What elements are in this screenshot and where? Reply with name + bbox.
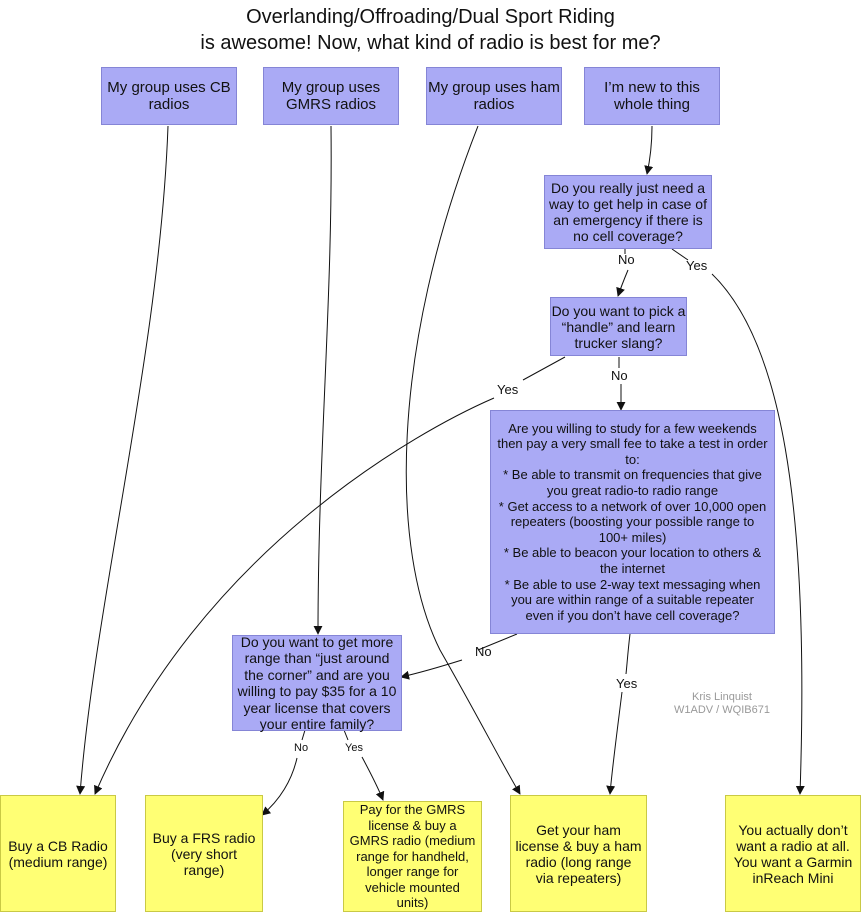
- question-emergency-text: Do you really just need a way to get hel…: [549, 180, 707, 244]
- author-credit: Kris Linquist W1ADV / WQIB671: [662, 691, 782, 717]
- answer-ham-text: Get your ham license & buy a ham radio (…: [515, 821, 642, 886]
- connector-ham-to-ham-license: [405, 125, 521, 795]
- question-handle-text: Do you want to pick a “handle” and learn…: [551, 302, 686, 351]
- connector-study-yes: [610, 633, 631, 794]
- answer-gmrs-text: Pay for the GMRS license & buy a GMRS ra…: [349, 802, 476, 911]
- label-study-yes: Yes: [616, 676, 638, 691]
- connector-study-no: [401, 633, 518, 677]
- label-handle-no: No: [611, 368, 628, 383]
- question-study-bullet-4: * Be able to use 2-way text messaging wh…: [504, 576, 761, 623]
- connector-range-yes: [343, 729, 383, 800]
- question-study-intro: Are you willing to study for a few weeke…: [497, 420, 768, 467]
- connector-range-no: [262, 729, 306, 815]
- answer-garmin-box: You actually don’t want a radio at all. …: [725, 795, 861, 912]
- question-study-box: Are you willing to study for a few weeke…: [490, 410, 775, 634]
- start-cb-box: My group uses CB radios: [101, 67, 237, 125]
- connector-handle-yes: [95, 356, 566, 794]
- title-line-1: Overlanding/Offroading/Dual Sport Riding: [246, 6, 615, 28]
- title-line-2: is awesome! Now, what kind of radio is b…: [200, 32, 661, 54]
- question-range-text: Do you want to get more range than “just…: [237, 633, 397, 733]
- start-gmrs-text: My group uses GMRS radios: [281, 79, 381, 113]
- start-ham-text: My group uses ham radios: [428, 79, 560, 113]
- connector-handle-no: [619, 357, 621, 410]
- answer-cb-text: Buy a CB Radio (medium range): [8, 837, 108, 870]
- credit-callsign: W1ADV / WQIB671: [674, 704, 770, 716]
- question-range-box: Do you want to get more range than “just…: [232, 633, 402, 733]
- connector-new-to-emergency: [644, 125, 654, 175]
- question-handle-box: Do you want to pick a “handle” and learn…: [550, 297, 687, 356]
- start-cb-text: My group uses CB radios: [107, 79, 231, 113]
- connector-cb-to-buy-cb: [76, 125, 169, 795]
- start-new-text: I’m new to this whole thing: [604, 79, 700, 113]
- start-new-box: I’m new to this whole thing: [584, 67, 720, 125]
- connector-emergency-yes: [671, 248, 802, 794]
- question-study-bullet-2: * Get access to a network of over 10,000…: [498, 498, 767, 545]
- diagram-title: Overlanding/Offroading/Dual Sport Riding…: [0, 4, 861, 56]
- credit-name: Kris Linquist: [692, 691, 752, 703]
- label-study-no: No: [475, 644, 492, 659]
- connector-gmrs-to-range: [313, 125, 332, 635]
- question-study-bullet-3: * Be able to beacon your location to oth…: [503, 545, 762, 576]
- answer-garmin-text: You actually don’t want a radio at all. …: [733, 821, 853, 886]
- label-range-no: No: [294, 742, 309, 754]
- connector-emergency-no: [618, 249, 629, 296]
- start-gmrs-box: My group uses GMRS radios: [263, 67, 399, 125]
- question-emergency-box: Do you really just need a way to get hel…: [544, 175, 712, 249]
- label-emergency-yes: Yes: [686, 258, 708, 273]
- label-range-yes: Yes: [345, 742, 363, 754]
- answer-ham-box: Get your ham license & buy a ham radio (…: [510, 795, 647, 912]
- answer-gmrs-box: Pay for the GMRS license & buy a GMRS ra…: [343, 801, 482, 912]
- answer-frs-text: Buy a FRS radio (very short range): [152, 829, 256, 878]
- label-emergency-no: No: [618, 252, 635, 267]
- answer-frs-box: Buy a FRS radio (very short range): [145, 795, 263, 912]
- answer-cb-box: Buy a CB Radio (medium range): [0, 795, 116, 912]
- start-ham-box: My group uses ham radios: [426, 67, 562, 125]
- question-study-bullet-1: * Be able to transmit on frequencies tha…: [503, 467, 762, 499]
- label-handle-yes: Yes: [497, 382, 519, 397]
